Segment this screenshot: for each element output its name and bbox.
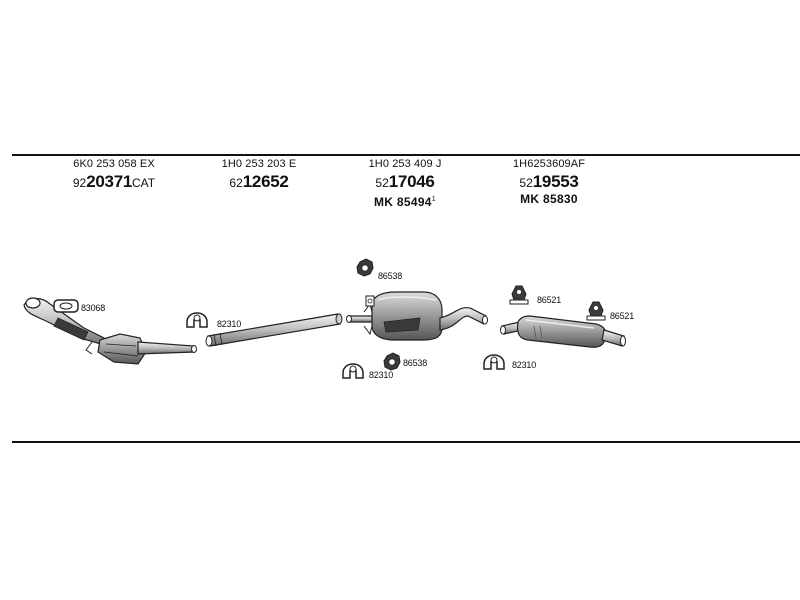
oe-number: 1H0 253 203 E <box>221 158 297 170</box>
rubber-mount-icon <box>383 352 401 371</box>
part-number-prefix: 52 <box>519 176 533 190</box>
catalytic-converter-drawing <box>23 297 197 365</box>
top-divider-line <box>12 154 800 156</box>
rubber-mount-icon <box>356 258 374 277</box>
mk-number: MK 85830 <box>520 192 578 206</box>
part-number: 5219553 <box>474 173 624 192</box>
middle-silencer-drawing <box>346 291 488 341</box>
mk-footnote: 1 <box>431 196 436 203</box>
part-number-prefix: 52 <box>375 176 389 190</box>
gasket-label: 83068 <box>81 303 106 313</box>
mk-mounting-kit: MK 85830 <box>474 192 624 207</box>
clamp-icon <box>483 354 505 370</box>
part-column-middle-silencer: 1H0 253 409 J 5217046 MK 854941 <box>330 158 480 210</box>
part-number-main: 17046 <box>388 172 435 191</box>
part-number: 9220371CAT <box>39 173 189 192</box>
hanger-label: 86521 <box>537 295 562 305</box>
clamp-label: 82310 <box>217 319 242 329</box>
part-number-main: 12652 <box>242 172 289 191</box>
part-number-main: 19553 <box>532 172 579 191</box>
rear-silencer-drawing <box>500 315 626 348</box>
part-number-prefix: 92 <box>72 176 87 190</box>
bottom-divider-line <box>12 441 800 443</box>
rubber-mount-label: 86538 <box>403 358 428 368</box>
gasket-icon <box>53 299 79 313</box>
part-number-prefix: 62 <box>229 176 243 190</box>
part-column-catalytic-converter: 6K0 253 058 EX 9220371CAT <box>39 158 189 192</box>
part-number: 5217046 <box>330 173 480 192</box>
rubber-mount-label: 86538 <box>378 271 403 281</box>
clamp-label: 82310 <box>369 370 394 380</box>
oe-number: 6K0 253 058 EX <box>73 158 155 170</box>
clamp-icon <box>186 312 208 328</box>
mounting-bracket-icon <box>365 295 375 307</box>
hanger-icon <box>586 301 606 321</box>
part-column-front-pipe: 1H0 253 203 E 6212652 <box>184 158 334 192</box>
oe-number: 1H6253609AF <box>512 158 586 170</box>
mk-number: MK 85494 <box>374 195 432 209</box>
clamp-icon <box>342 363 364 379</box>
part-number-main: 20371 <box>86 172 133 191</box>
mk-mounting-kit: MK 854941 <box>330 192 480 210</box>
part-column-rear-silencer: 1H6253609AF 5219553 MK 85830 <box>474 158 624 207</box>
clamp-label: 82310 <box>512 360 537 370</box>
part-number-suffix: CAT <box>132 176 156 190</box>
part-number: 6212652 <box>184 173 334 192</box>
hanger-label: 86521 <box>610 311 635 321</box>
oe-number: 1H0 253 409 J <box>368 158 442 170</box>
front-pipe-drawing <box>205 313 343 347</box>
hanger-icon <box>509 285 529 305</box>
